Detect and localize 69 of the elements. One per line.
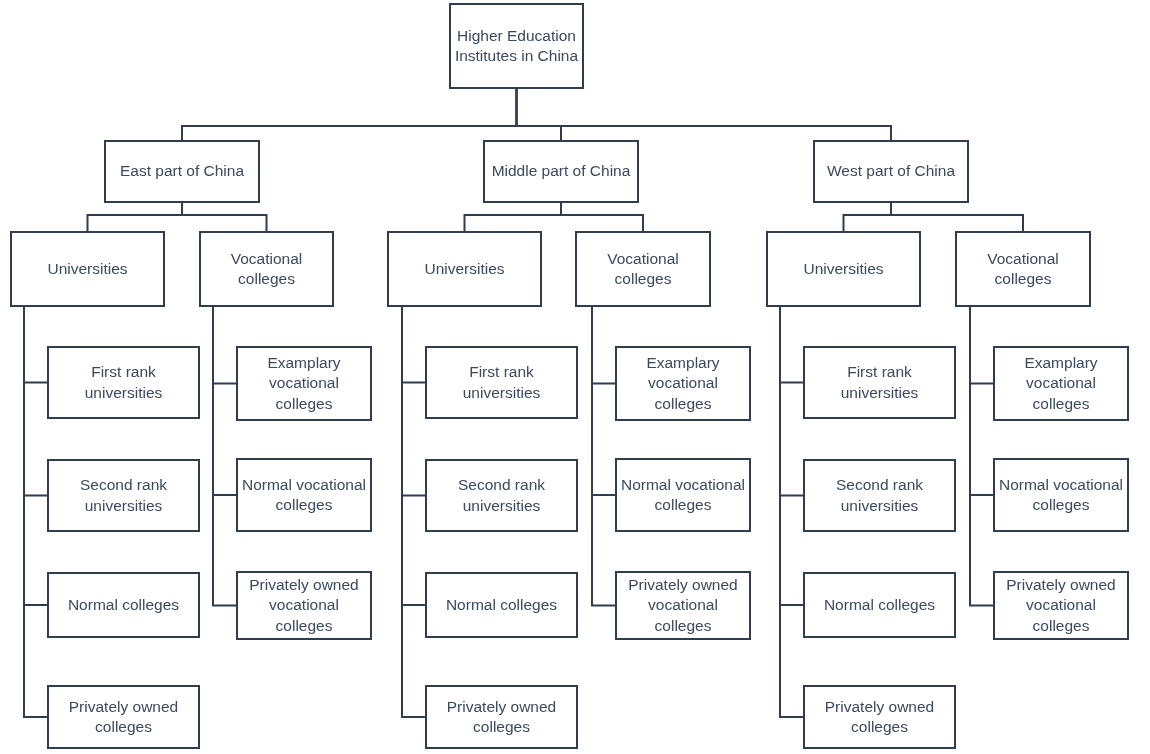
box-label: Vocational colleges [986,248,1060,289]
category-box [425,346,578,419]
category-box [47,346,200,419]
category-box [955,231,1091,307]
category-box [575,231,711,307]
connector-line [591,306,616,607]
category-box [47,459,200,532]
box-label: Second rank universities [835,475,924,516]
box-label: Normal colleges [823,594,936,615]
category-box [766,231,921,307]
box-label: Normal colleges [67,594,180,615]
category-box [813,140,969,203]
box-label: West part of China [826,161,956,182]
box-label: Privately owned vocational colleges [1005,575,1117,636]
category-box [615,346,751,421]
box-label: Privately owned vocational colleges [627,575,739,636]
category-box [483,140,639,203]
box-label: Universities [424,258,505,279]
connector-line [515,88,892,141]
box-label: Universities [803,258,884,279]
box-label: Vocational colleges [606,248,680,289]
box-label: First rank universities [83,362,164,403]
box-label: Second rank universities [79,475,168,516]
box-label: Examplary vocational colleges [266,353,342,414]
box-label: Universities [47,258,128,279]
category-box [993,346,1129,421]
category-box [236,346,372,421]
category-box [425,685,578,749]
category-box [993,458,1129,532]
category-box [449,3,584,89]
box-label: Privately owned vocational colleges [248,575,360,636]
category-box [236,571,372,640]
box-label: Normal vocational colleges [998,474,1124,515]
category-box [104,140,260,203]
category-box [425,572,578,638]
category-box [803,572,956,638]
category-box [47,685,200,749]
box-label: Normal colleges [445,594,558,615]
category-box [615,458,751,532]
box-label: Privately owned colleges [445,696,558,737]
box-label: Examplary vocational colleges [645,353,721,414]
connector-line [890,202,1024,232]
box-label: Higher Education Institutes in China [454,25,579,66]
category-box [803,685,956,749]
category-box [615,571,751,640]
category-box [10,231,165,307]
box-label: Privately owned colleges [823,696,936,737]
box-label: Normal vocational colleges [241,474,367,515]
category-box [387,231,542,307]
category-box [803,346,956,419]
box-label: Normal vocational colleges [620,474,746,515]
box-label: Examplary vocational colleges [1023,353,1099,414]
category-box [425,459,578,532]
category-box [236,458,372,532]
box-label: First rank universities [461,362,542,403]
category-box [993,571,1129,640]
connector-line [560,202,644,232]
category-box [803,459,956,532]
box-label: Middle part of China [491,161,631,182]
connector-line [212,306,237,607]
box-label: Privately owned colleges [67,696,180,737]
connector-line [969,306,994,607]
connector-line [181,202,268,232]
box-label: First rank universities [839,362,920,403]
box-label: Vocational colleges [229,248,304,289]
category-box [47,572,200,638]
box-label: Second rank universities [457,475,546,516]
category-box [199,231,334,307]
box-label: East part of China [119,161,245,182]
